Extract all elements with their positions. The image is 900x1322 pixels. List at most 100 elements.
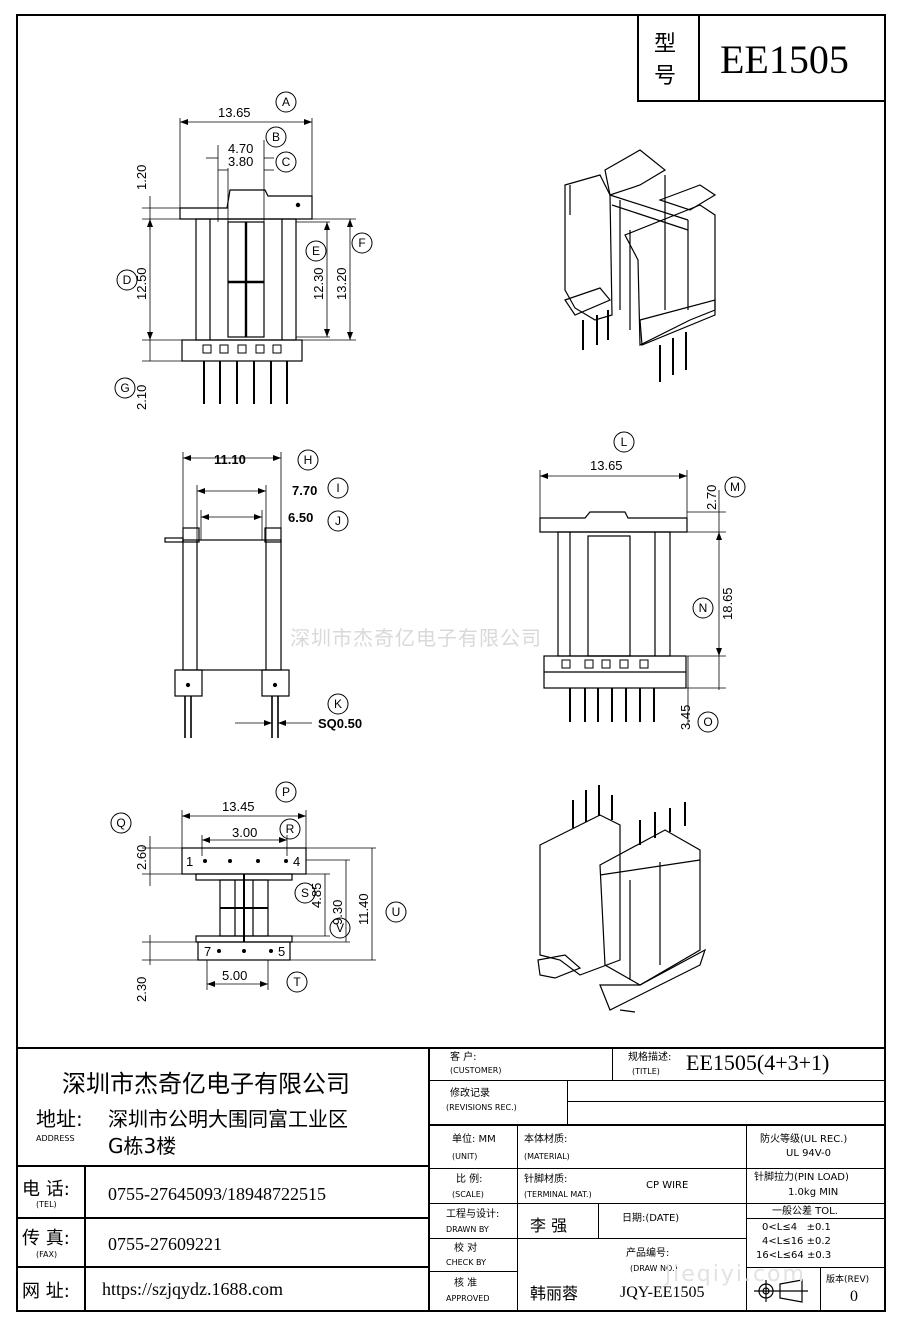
callout-C: C — [275, 151, 297, 173]
callout-D: D — [116, 269, 138, 291]
callout-H: H — [297, 449, 319, 471]
svg-text:M: M — [730, 480, 740, 494]
dim-C: 3.80 — [228, 154, 253, 169]
fax-label: 传 真: — [22, 1228, 70, 1249]
svg-text:N: N — [699, 601, 708, 615]
dim-O: 3.45 — [678, 705, 693, 730]
front-view-2 — [539, 470, 726, 725]
revisions-label: 修改记录 — [450, 1088, 490, 1099]
callout-U: U — [385, 901, 407, 923]
hline — [430, 1080, 886, 1081]
hline — [16, 1165, 430, 1167]
unit-en: (UNIT) — [452, 1152, 478, 1161]
technical-drawing: 13.65 4.70 3.80 1.20 12.50 12.30 13.20 2… — [110, 91, 746, 1013]
callout-G: G — [114, 377, 136, 399]
terminal-label: 针脚材质: — [524, 1174, 568, 1185]
pin-7: 7 — [204, 944, 211, 959]
company-panel — [16, 1047, 430, 1312]
dim-R: 3.00 — [232, 825, 257, 840]
hline — [430, 1168, 886, 1169]
dim-F: 13.20 — [334, 267, 349, 300]
company-name: 深圳市杰奇亿电子有限公司 — [62, 1070, 350, 1098]
unit-label: 单位: MM — [452, 1134, 496, 1145]
dim-P: 13.45 — [222, 799, 255, 814]
dim-M: 2.70 — [704, 485, 719, 510]
hline — [16, 1217, 430, 1219]
watermark-url: jieqiyi.com — [665, 1262, 806, 1287]
hline — [567, 1101, 886, 1102]
scale-label: 比 例: — [456, 1174, 483, 1185]
callout-I: I — [327, 477, 349, 499]
dim-E: 12.30 — [311, 267, 326, 300]
svg-text:R: R — [286, 822, 295, 836]
svg-text:H: H — [304, 453, 313, 467]
dim-N: 18.65 — [720, 587, 735, 620]
tol-1: 0<L≤4 ±0.1 — [762, 1222, 831, 1233]
callout-T: T — [286, 971, 308, 993]
dim-A: 13.65 — [218, 105, 251, 120]
callout-J: J — [327, 510, 349, 532]
dim-L: 13.65 — [590, 458, 623, 473]
hline — [16, 1266, 430, 1268]
customer-label: 客 户: — [450, 1052, 477, 1063]
svg-text:E: E — [312, 244, 320, 258]
projection-symbol-icon — [754, 1279, 808, 1303]
dim-D: 12.50 — [134, 267, 149, 300]
dim-J: 6.50 — [288, 510, 313, 525]
tel-en: (TEL) — [36, 1200, 57, 1209]
svg-text:L: L — [621, 435, 628, 449]
terminal-value: CP WIRE — [646, 1180, 689, 1191]
svg-text:S: S — [301, 886, 309, 900]
svg-text:G: G — [120, 381, 129, 395]
check-label: 校 对 — [454, 1243, 478, 1254]
front-view — [142, 118, 356, 404]
dim-K: SQ0.50 — [318, 716, 362, 731]
tol-3: 16<L≤64 ±0.3 — [756, 1250, 832, 1261]
fax-value: 0755-27609221 — [108, 1234, 222, 1254]
callout-K: K — [327, 693, 349, 715]
address-line2: G栋3楼 — [108, 1134, 177, 1158]
pinload-value: 1.0kg MIN — [788, 1187, 839, 1198]
web-value: https://szjqydz.1688.com — [102, 1279, 283, 1299]
svg-text:I: I — [336, 481, 339, 495]
pinload-label: 针脚拉力(PIN LOAD) — [754, 1172, 849, 1183]
dim-G: 2.10 — [134, 385, 149, 410]
vline — [567, 1080, 568, 1124]
date-label: 日期:(DATE) — [622, 1213, 680, 1224]
revisions-en: (REVISIONS REC.) — [446, 1103, 517, 1112]
tel-value: 0755-27645093/18948722515 — [108, 1184, 326, 1204]
title-value: EE1505(4+3+1) — [686, 1050, 830, 1075]
tol-label: 一般公差 TOL. — [772, 1206, 838, 1217]
hline — [430, 1238, 746, 1239]
callout-F: F — [351, 232, 373, 254]
hline — [746, 1267, 886, 1268]
bottom-view — [142, 810, 376, 990]
drawno-value: JQY-EE1505 — [620, 1284, 705, 1301]
vline — [598, 1203, 599, 1238]
drawing-frame — [16, 14, 886, 1312]
callout-V: V — [329, 917, 351, 939]
callout-S: S — [294, 882, 316, 904]
dim-T: 5.00 — [222, 968, 247, 983]
approved-value: 韩丽蓉 — [530, 1284, 579, 1303]
drawno-en: (DRAW NO.) — [630, 1264, 678, 1273]
model-box-divider — [698, 14, 700, 102]
pin-1: 1 — [186, 854, 193, 869]
approved-label: 核 准 — [454, 1278, 478, 1289]
callout-R: R — [279, 818, 301, 840]
dim-bottom-h: 2.30 — [134, 977, 149, 1002]
title-label: 规格描述: — [628, 1052, 672, 1063]
callout-B: B — [265, 126, 287, 148]
address-line1: 深圳市公明大围同富工业区 — [108, 1107, 348, 1131]
pin-5: 5 — [278, 944, 285, 959]
model-label-1: 型 — [654, 32, 677, 57]
approved-en: APPROVED — [446, 1294, 490, 1303]
svg-text:F: F — [358, 236, 365, 250]
web-label: 网 址: — [22, 1281, 70, 1302]
rev-value: 0 — [850, 1288, 858, 1305]
callout-P: P — [275, 781, 297, 803]
hline — [430, 1203, 886, 1204]
title-block — [16, 1047, 886, 1312]
model-number: EE1505 — [720, 37, 849, 82]
callout-O: O — [697, 711, 719, 733]
